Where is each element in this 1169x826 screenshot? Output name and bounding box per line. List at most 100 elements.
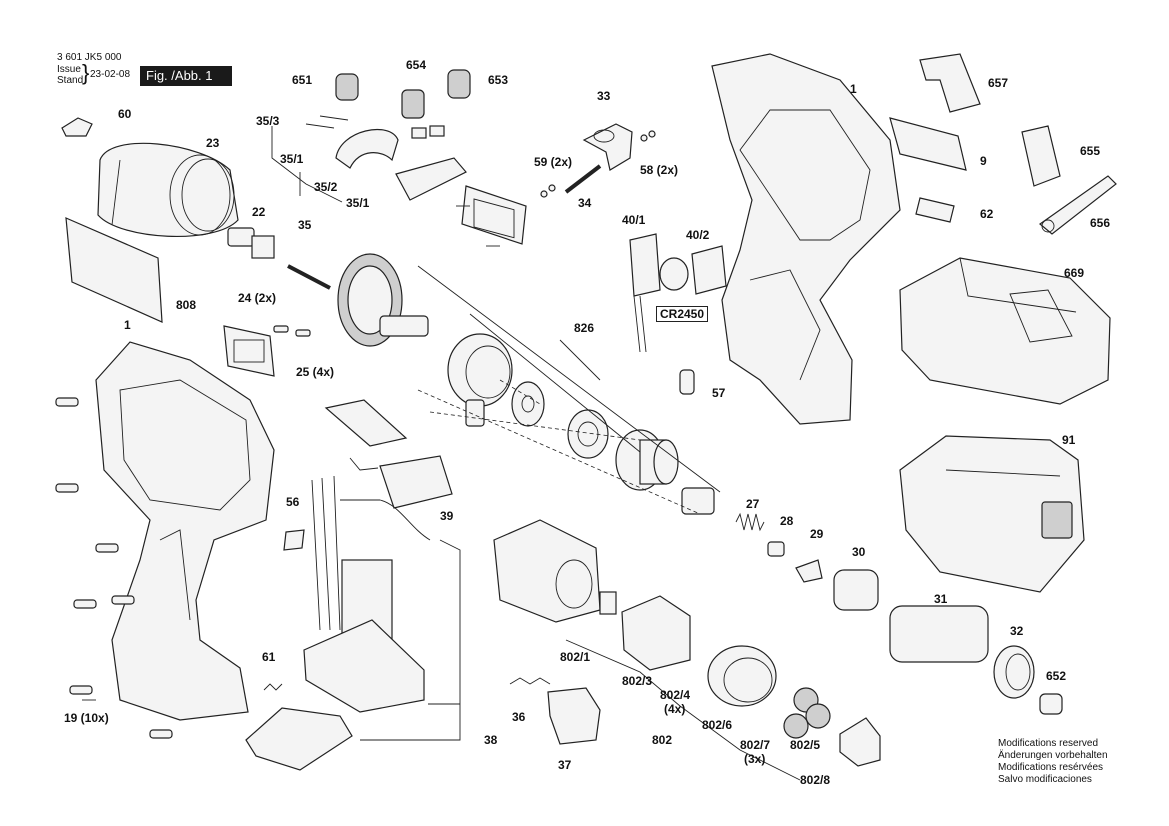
callout-802-1: 802/1 [560,650,591,664]
part-40-2-board [691,245,727,295]
callout-91: 91 [1062,433,1076,447]
callout-669: 669 [1064,266,1085,280]
part-30-sleeve [833,569,879,611]
issue-label-de: Stand [57,75,84,86]
part-strip [324,399,408,447]
callout-35: 35 [298,218,312,232]
doc-number: 3 601 JK5 000 [57,52,122,63]
callout-1a: 1 [850,82,857,96]
callout-802-6: 802/6 [702,718,733,732]
issue-date: 23-02-08 [90,69,131,80]
part-cr2450-cell [659,257,689,291]
part-bearing-housing [447,333,513,427]
part-40-1-flex-board [629,233,661,353]
callout-652: 652 [1046,669,1067,683]
callout-30: 30 [852,545,866,559]
notice-line-es: Salvo modificaciones [998,774,1092,785]
part-22-anvil [227,227,275,259]
part-651-cap [335,73,359,101]
part-36-spring [509,677,551,685]
part-62-pad [915,197,955,223]
notice-line-fr: Modifications resérvées [998,762,1104,773]
issue-label-en: Issue [57,64,81,75]
part-ring-gear [615,429,679,491]
part-bearing [567,409,609,459]
part-29-cone [795,559,823,583]
callout-60: 60 [118,107,132,121]
part-657-clip [919,53,981,113]
part-23-sleeve [97,142,239,238]
modifications-notice: Modifications reserved Änderungen vorbeh… [998,738,1108,786]
notice-line-en: Modifications reserved [998,738,1099,749]
part-57-pin [679,369,695,395]
callout-35-3: 35/3 [256,114,280,128]
part-653-cap [447,69,471,99]
callout-33: 33 [597,89,611,103]
part-802-motor [493,519,881,767]
callout-19: 19 (10x) [64,711,109,725]
part-27-spring [735,512,765,532]
callout-28: 28 [780,514,794,528]
part-24-plate [223,325,275,377]
callout-808: 808 [176,298,197,312]
part-washer [511,381,545,427]
callout-35-1a: 35/1 [280,152,304,166]
callout-802-4: 802/4 [660,688,691,702]
callout-651: 651 [292,73,313,87]
callout-23: 23 [206,136,220,150]
callout-39: 39 [440,509,454,523]
part-654-cap [401,89,425,119]
figure-label: Fig. /Abb. 1 [140,66,232,86]
callout-37: 37 [558,758,572,772]
part-33-bracket [582,123,633,171]
callout-cr2450: CR2450 [656,306,709,322]
part-669-charger [899,257,1111,405]
part-652-plug [1039,693,1063,715]
part-1-housing-half-left [95,341,275,721]
part-656-wrench [1039,175,1117,235]
callout-802-4-qty: (4x) [664,702,686,716]
callout-57: 57 [712,386,726,400]
part-37-block [547,687,601,745]
part-808-label [65,217,163,323]
callout-654: 654 [406,58,427,72]
callout-653: 653 [488,73,509,87]
callout-802-8: 802/8 [800,773,831,787]
callout-59: 59 (2x) [534,155,573,169]
part-28-ball [767,541,785,557]
part-31-sleeve [889,605,989,663]
callout-9: 9 [980,154,987,168]
part-56-button [283,529,305,551]
callout-40-2: 40/2 [686,228,710,242]
callout-802-3: 802/3 [622,674,653,688]
callout-22: 22 [252,205,266,219]
callout-25: 25 (4x) [296,365,335,379]
part-655-belt-clip [1021,125,1061,187]
callout-56: 56 [286,495,300,509]
callout-802: 802 [652,733,673,747]
part-60-label [61,117,93,137]
part-39-switch [379,455,453,509]
callout-35-1b: 35/1 [346,196,370,210]
callout-656: 656 [1090,216,1111,230]
part-61-spring [263,683,283,691]
part-9-label [889,117,967,171]
callout-36: 36 [512,710,526,724]
callout-61: 61 [262,650,276,664]
callout-802-7: 802/7 [740,738,771,752]
callout-34: 34 [578,196,592,210]
part-19-screws [55,397,173,739]
part-35-bracket [305,115,467,201]
callout-1b: 1 [124,318,131,332]
callout-58: 58 (2x) [640,163,679,177]
part-38-electronics [245,475,425,771]
brace-glyph: } [82,60,90,85]
part-32-ring [993,645,1035,699]
part-39-cable [340,457,431,541]
callout-38: 38 [484,733,498,747]
callout-826: 826 [574,321,595,335]
callout-35-2: 35/2 [314,180,338,194]
callout-655: 655 [1080,144,1101,158]
part-91-battery [899,435,1085,593]
